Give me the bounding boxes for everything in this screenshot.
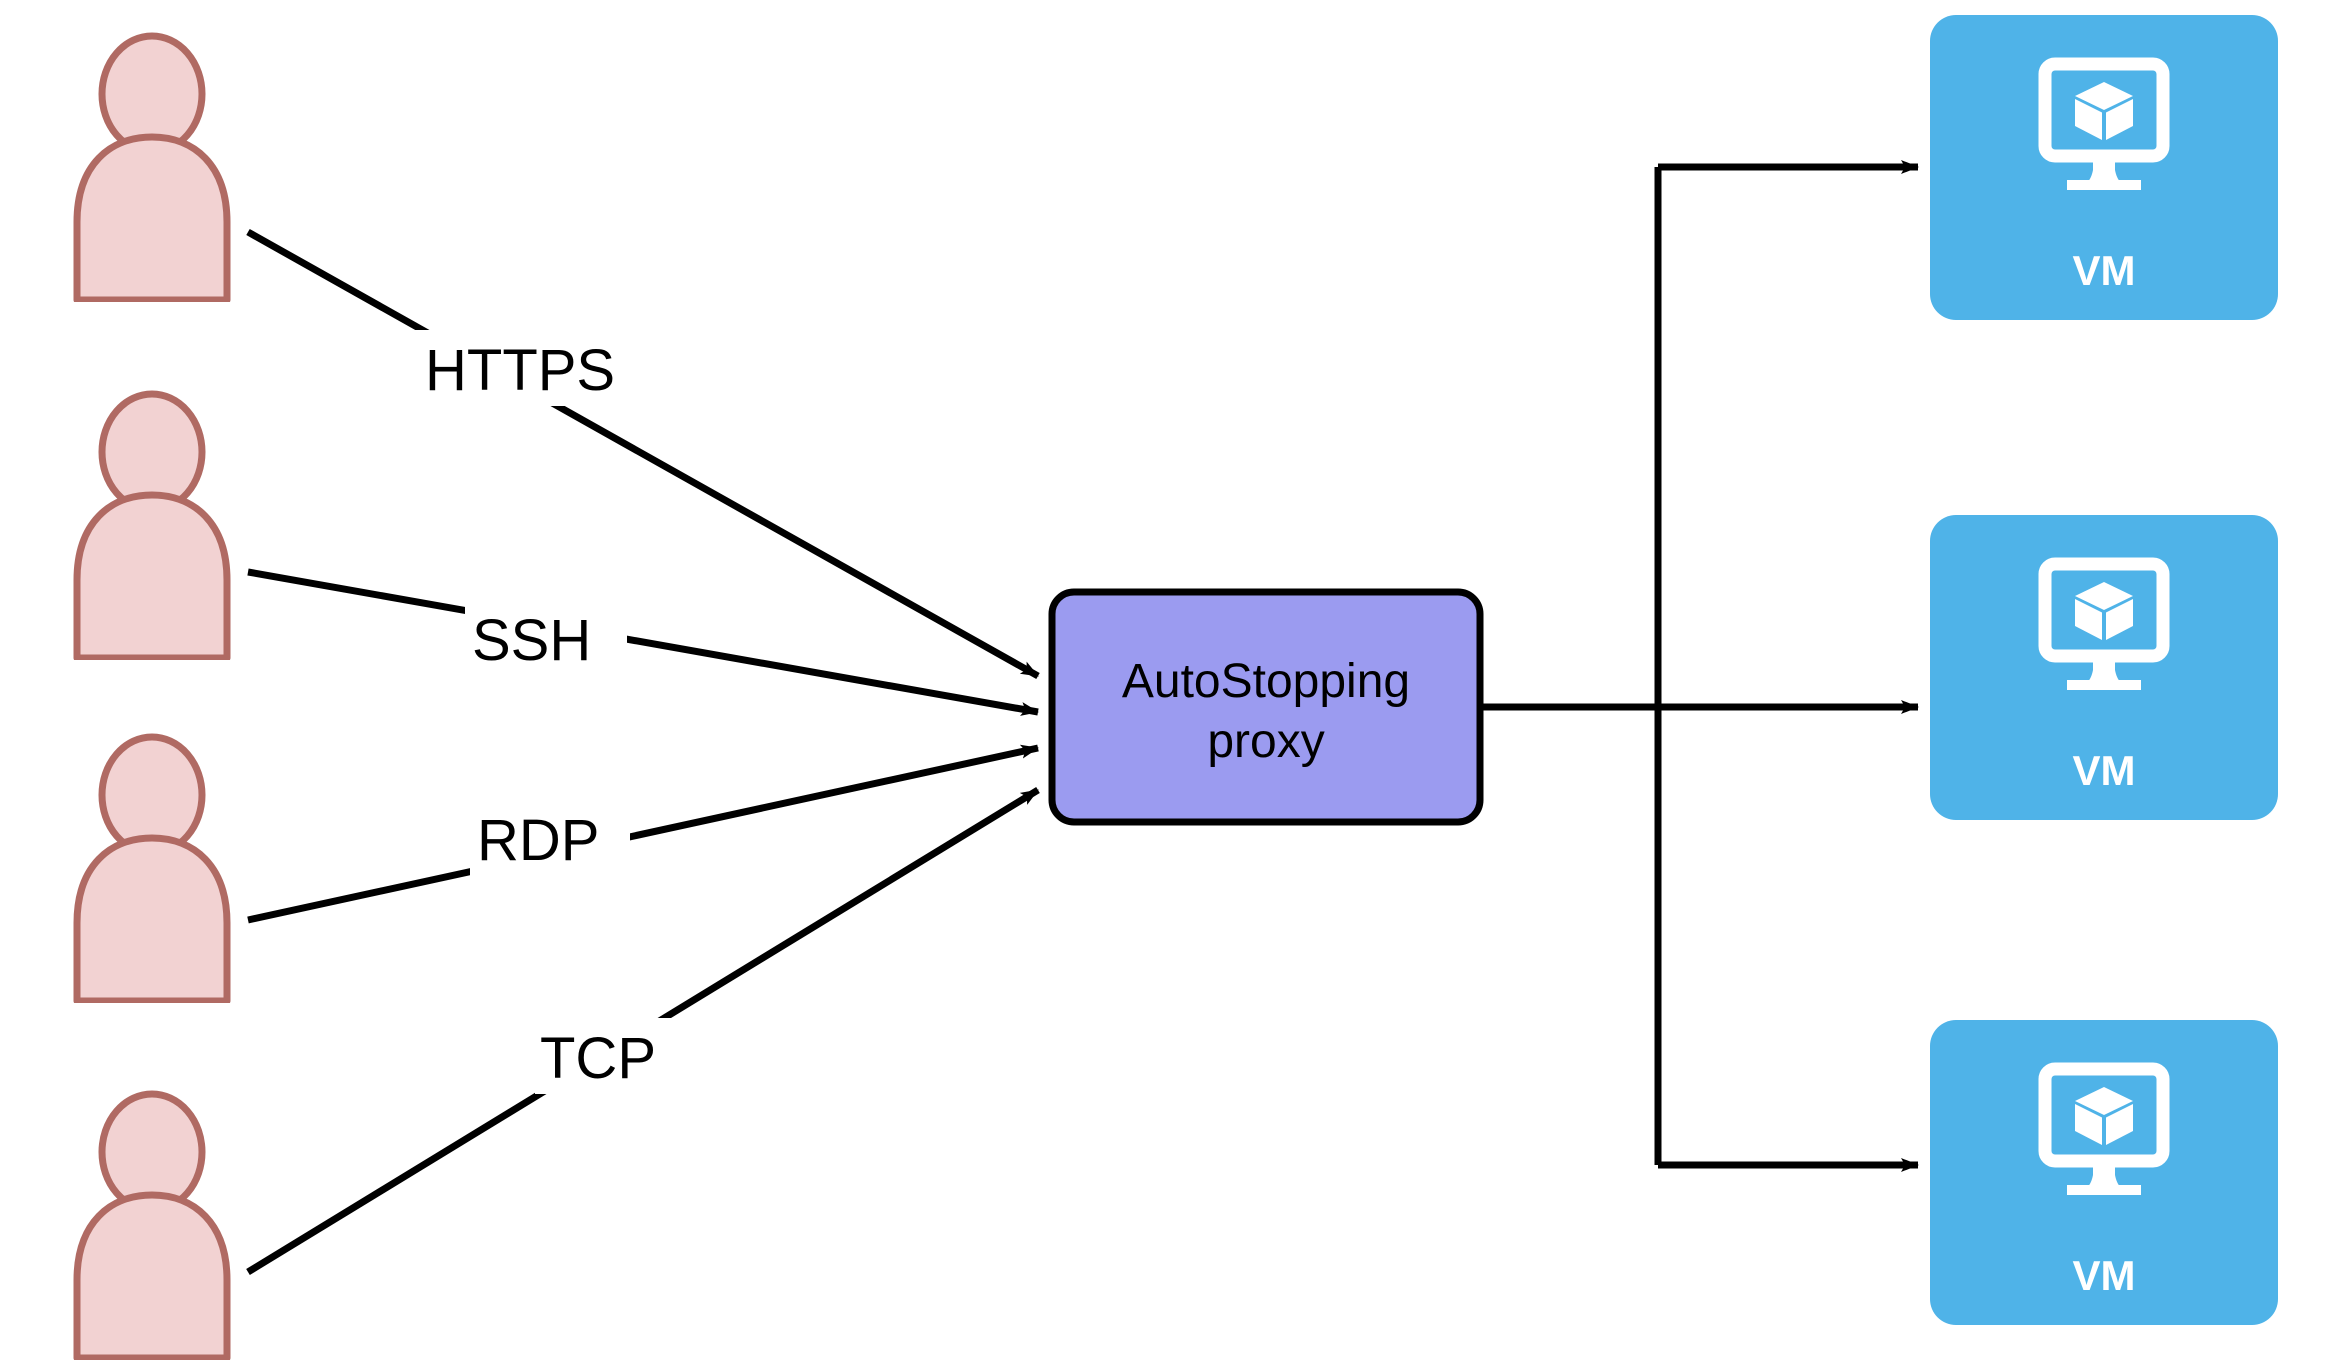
connector-https[interactable]: [246, 228, 1040, 680]
client-icons-group: [77, 36, 227, 1358]
user-icon-4[interactable]: [77, 1094, 227, 1358]
protocol-labels-group: HTTPS SSH RDP TCP: [415, 330, 687, 1094]
protocol-label-tcp: TCP: [535, 1018, 687, 1094]
protocol-label-tcp-text: TCP: [540, 1026, 656, 1091]
vm-1-label: VM: [2073, 247, 2136, 294]
connector-ssh[interactable]: [247, 568, 1039, 716]
protocol-label-https: HTTPS: [415, 330, 643, 406]
outbound-connectors-group: [1480, 160, 1919, 1172]
vm-2-label: VM: [2073, 747, 2136, 794]
protocol-label-ssh: SSH: [465, 600, 627, 676]
proxy-label-line1: AutoStopping: [1122, 655, 1410, 708]
protocol-label-rdp: RDP: [470, 800, 630, 876]
vm-1-node[interactable]: VM: [1930, 15, 2278, 320]
proxy-box[interactable]: [1048, 588, 1484, 826]
proxy-label-line2: proxy: [1207, 715, 1324, 768]
vm-3-node[interactable]: VM: [1930, 1020, 2278, 1325]
protocol-label-rdp-text: RDP: [477, 808, 599, 873]
protocol-label-ssh-text: SSH: [472, 608, 591, 673]
vm-2-node[interactable]: VM: [1930, 515, 2278, 820]
vm-3-label: VM: [2073, 1252, 2136, 1299]
connector-rdp[interactable]: [247, 744, 1039, 924]
autostopping-proxy-node[interactable]: AutoStopping proxy: [1048, 588, 1484, 826]
user-icon-1[interactable]: [77, 36, 227, 300]
user-icon-2[interactable]: [77, 394, 227, 658]
user-icon-3[interactable]: [77, 737, 227, 1001]
protocol-label-https-text: HTTPS: [425, 338, 615, 403]
